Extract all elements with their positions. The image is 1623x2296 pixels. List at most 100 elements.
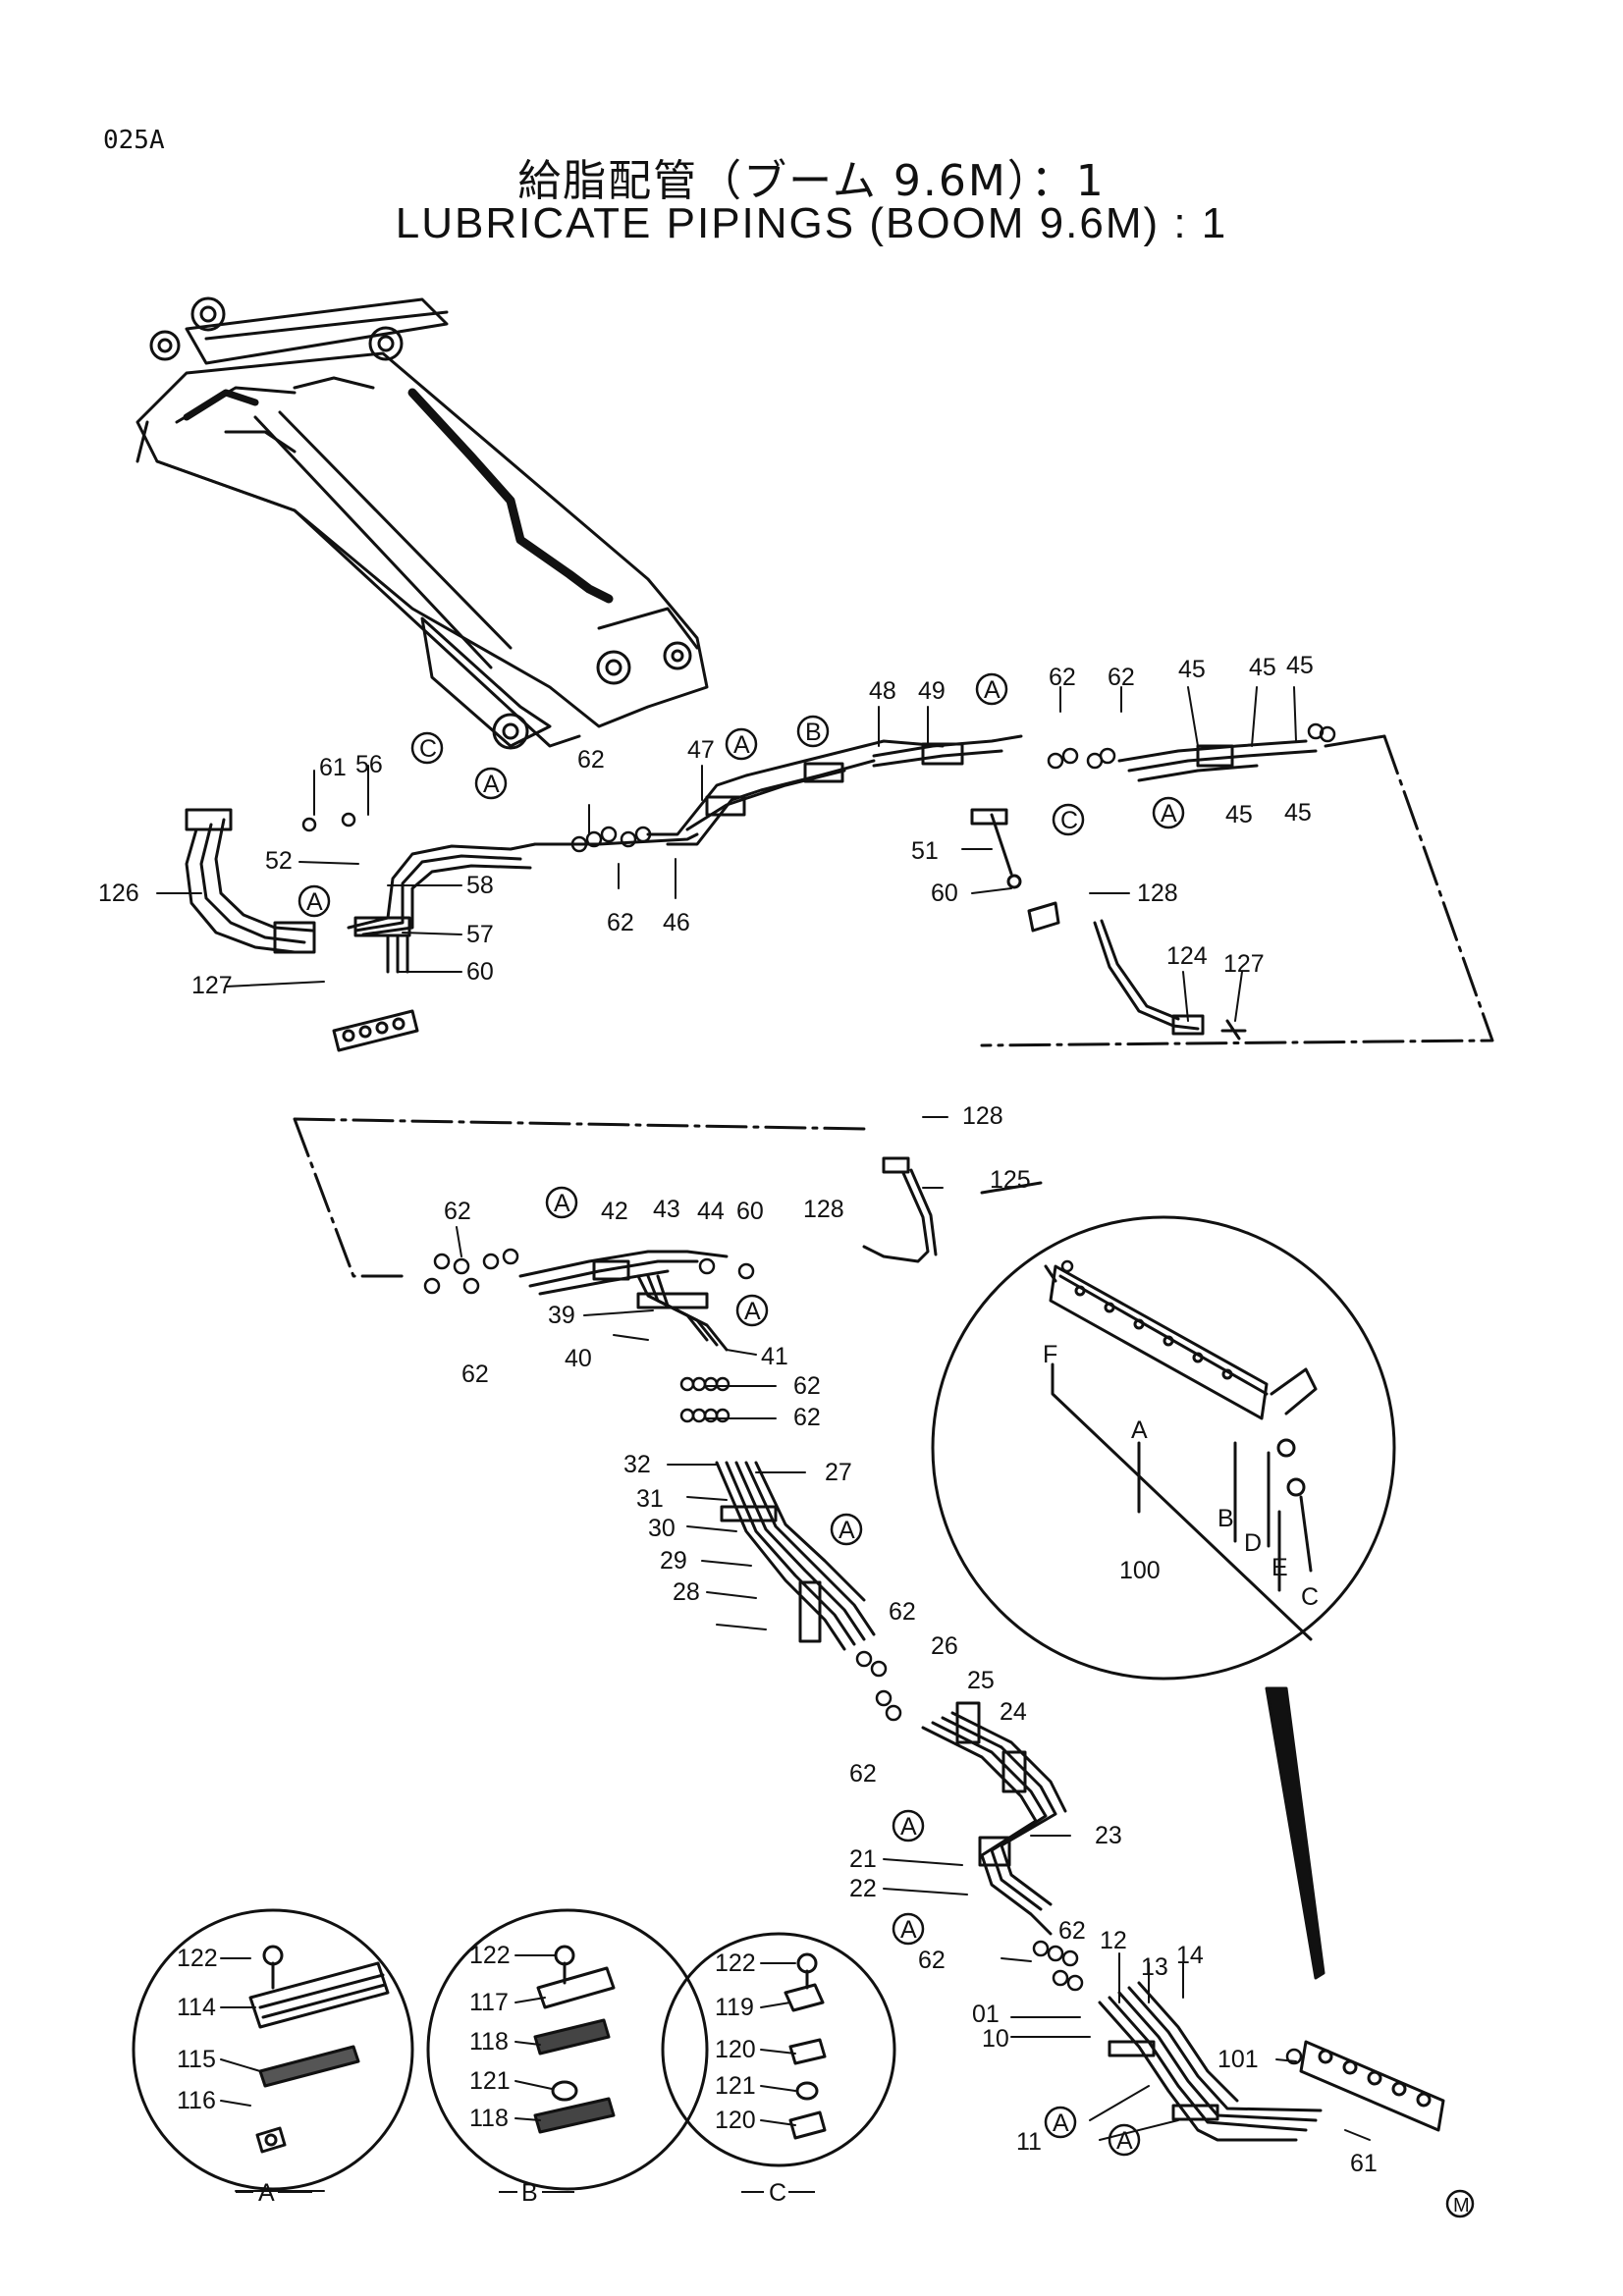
lower-assembly	[921, 1686, 1445, 2142]
label-62-mid-b: 62	[461, 1361, 489, 1388]
middle-assembly	[293, 1117, 1043, 1651]
label-41: 41	[761, 1343, 788, 1370]
callout-a: A	[483, 771, 500, 798]
callout-a: A	[744, 1298, 761, 1325]
label-125: 125	[990, 1166, 1031, 1194]
label-22: 22	[849, 1875, 877, 1902]
label-47: 47	[687, 736, 715, 764]
callout-a: A	[1161, 800, 1177, 828]
detail-label-100: 100	[1119, 1557, 1161, 1584]
detail-c-119: 119	[715, 1994, 754, 2021]
label-62-upper-a: 62	[577, 746, 605, 774]
label-60-upper: 60	[466, 958, 494, 986]
callout-c: C	[419, 735, 437, 763]
label-48: 48	[869, 677, 896, 705]
page-code: 025A	[103, 126, 165, 155]
label-62-upper-d: 62	[1108, 664, 1135, 691]
label-31: 31	[636, 1485, 664, 1513]
upper-assembly	[185, 734, 1494, 1052]
detail-c-121: 121	[715, 2072, 756, 2100]
callout-a: A	[900, 1916, 917, 1944]
label-49: 49	[918, 677, 946, 705]
label-62-mid-a: 62	[444, 1198, 471, 1225]
detail-distributor	[931, 1215, 1396, 1681]
label-128-upper: 128	[1137, 880, 1178, 907]
label-43: 43	[653, 1196, 680, 1223]
part-labels: 61 56 52 58 126 57 60 127 62 62 47 46 48…	[98, 652, 1470, 2216]
label-62-low-d: 62	[918, 1947, 946, 1974]
label-45-b: 45	[1249, 654, 1276, 681]
label-46: 46	[663, 909, 690, 936]
detail-label-d: D	[1244, 1529, 1262, 1557]
detail-b	[426, 1908, 709, 2191]
label-61: 61	[319, 754, 347, 781]
callout-a: A	[733, 731, 750, 759]
detail-label-e: E	[1271, 1554, 1288, 1581]
label-13: 13	[1141, 1953, 1168, 1981]
label-26: 26	[931, 1632, 958, 1660]
label-12: 12	[1100, 1927, 1127, 1954]
boom-illustration	[135, 296, 709, 750]
label-32: 32	[623, 1451, 651, 1478]
label-14: 14	[1176, 1942, 1204, 1969]
label-127-right: 127	[1223, 950, 1265, 978]
callout-circles	[298, 672, 1475, 2218]
label-29: 29	[660, 1547, 687, 1575]
label-52: 52	[265, 847, 293, 875]
label-24: 24	[1000, 1698, 1027, 1726]
detail-c-120b: 120	[715, 2107, 756, 2134]
label-23: 23	[1095, 1822, 1122, 1849]
label-21: 21	[849, 1845, 877, 1873]
label-45-e: 45	[1284, 799, 1312, 827]
label-28: 28	[673, 1578, 700, 1606]
detail-a-114: 114	[177, 1994, 216, 2021]
callout-a: A	[839, 1517, 855, 1544]
label-62-mid-c: 62	[793, 1372, 821, 1400]
label-127-left: 127	[191, 972, 233, 999]
detail-c	[661, 1932, 896, 2167]
detail-c-122: 122	[715, 1949, 756, 1977]
label-60-lower: 60	[736, 1198, 764, 1225]
label-58: 58	[466, 872, 494, 899]
title-japanese: 給脂配管（ブーム 9.6M）：1	[517, 156, 1106, 206]
label-101: 101	[1217, 2046, 1259, 2073]
label-128-mid: 128	[962, 1102, 1003, 1130]
label-126: 126	[98, 880, 139, 907]
label-62-low-b: 62	[849, 1760, 877, 1788]
label-62-low-c: 62	[1058, 1917, 1086, 1945]
callout-a: A	[1116, 2127, 1133, 2155]
label-40: 40	[565, 1345, 592, 1372]
detail-b-118b: 118	[469, 2105, 509, 2132]
detail-b-118: 118	[469, 2028, 509, 2056]
label-27: 27	[825, 1459, 852, 1486]
label-60-mid: 60	[931, 880, 958, 907]
detail-a-122: 122	[177, 1945, 218, 1972]
callout-a: A	[984, 676, 1001, 704]
label-45-c: 45	[1286, 652, 1314, 679]
label-62-low-a: 62	[889, 1598, 916, 1626]
detail-label-b: B	[1217, 1505, 1234, 1532]
boom-pipe-route	[183, 388, 614, 604]
label-62-upper-c: 62	[1049, 664, 1076, 691]
callout-a: A	[306, 888, 323, 916]
detail-a	[132, 1908, 414, 2191]
label-61-lower: 61	[1350, 2150, 1378, 2177]
detail-a-116: 116	[177, 2087, 216, 2114]
label-01: 01	[972, 2001, 1000, 2028]
detail-c-letter: C	[769, 2179, 786, 2207]
label-39: 39	[548, 1302, 575, 1329]
detail-a-letter: A	[258, 2179, 275, 2207]
leader-lines	[156, 686, 1371, 2192]
detail-c-120: 120	[715, 2036, 756, 2063]
label-25: 25	[967, 1667, 995, 1694]
label-124: 124	[1166, 942, 1208, 970]
label-57: 57	[466, 921, 494, 948]
label-11: 11	[1016, 2128, 1042, 2156]
label-42: 42	[601, 1198, 628, 1225]
label-30: 30	[648, 1515, 676, 1542]
label-62-mid-d: 62	[793, 1404, 821, 1431]
mark-m: M	[1453, 2195, 1470, 2216]
label-51: 51	[911, 837, 939, 865]
label-10: 10	[982, 2025, 1009, 2053]
